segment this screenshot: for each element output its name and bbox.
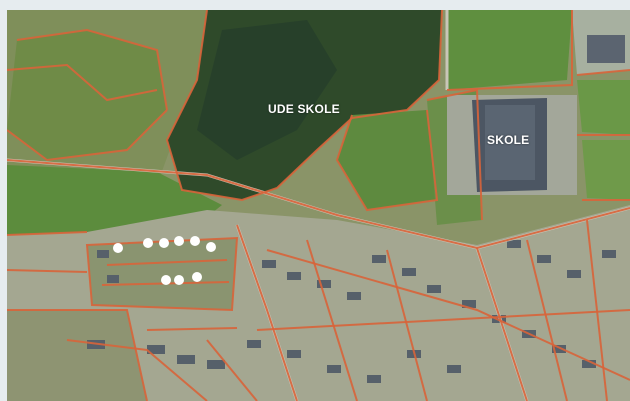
parcel-lines <box>7 10 630 401</box>
plot-marker[interactable] <box>159 238 169 248</box>
plot-marker[interactable] <box>190 236 200 246</box>
plot-marker[interactable] <box>206 242 216 252</box>
field-east <box>577 80 630 135</box>
forest-dense <box>197 20 337 160</box>
map-canvas <box>7 10 630 401</box>
plot-marker[interactable] <box>161 275 171 285</box>
new-plots <box>87 238 237 310</box>
label-skole: SKOLE <box>487 133 530 147</box>
marker-layer <box>113 236 216 285</box>
meadow-area <box>7 30 167 160</box>
plot-marker[interactable] <box>174 236 184 246</box>
field-middle <box>337 110 437 210</box>
school-roof <box>485 105 535 180</box>
field-east-2 <box>582 140 630 200</box>
plot-marker[interactable] <box>143 238 153 248</box>
east-building <box>587 35 625 63</box>
label-ude-skole: UDE SKOLE <box>268 102 340 116</box>
plot-marker[interactable] <box>192 272 202 282</box>
plot-marker[interactable] <box>113 243 123 253</box>
plot-marker[interactable] <box>174 275 184 285</box>
dune-south <box>7 310 147 401</box>
aerial-map[interactable]: UDE SKOLE SKOLE <box>7 10 630 401</box>
sports-field <box>447 10 572 90</box>
